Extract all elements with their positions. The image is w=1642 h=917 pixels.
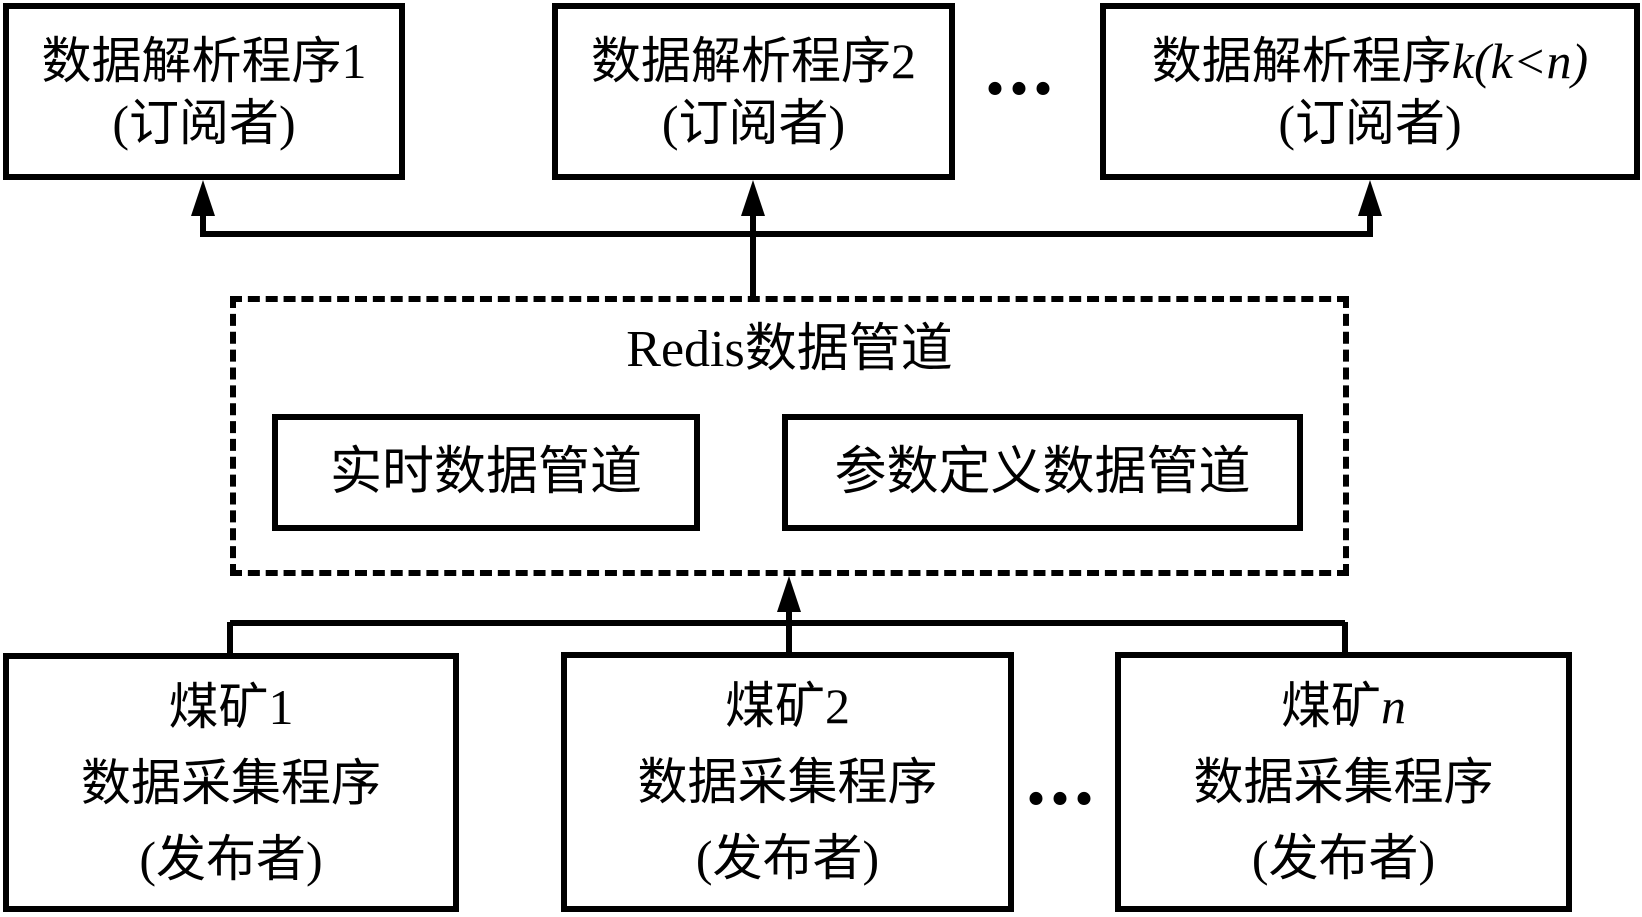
publisher-box-2-role: (发布者)	[695, 830, 880, 886]
publisher-box-1-title: 数据采集程序	[81, 754, 381, 811]
subscriber-box-k: 数据解析程序k(k<n) (订阅者)	[1100, 3, 1640, 180]
publisher-box-n-mine-var: n	[1381, 678, 1406, 734]
publisher-box-2-title: 数据采集程序	[637, 754, 938, 810]
subscriber-box-2: 数据解析程序2 (订阅者)	[552, 3, 955, 180]
redis-pipeline-title: Redis数据管道	[626, 321, 953, 378]
subscriber-box-1-title: 数据解析程序1	[41, 32, 367, 89]
redis-pipeline-container: Redis数据管道 实时数据管道 参数定义数据管道	[230, 296, 1349, 576]
subscriber-box-k-title-var: k(k<n)	[1451, 32, 1589, 89]
realtime-channel-box: 实时数据管道	[272, 414, 700, 531]
arrow-stem-subscriber-1	[200, 208, 206, 237]
top-trunk-line	[203, 231, 1370, 237]
publisher-box-n: 煤矿n 数据采集程序 (发布者)	[1115, 652, 1572, 912]
subscriber-box-1-role: (订阅者)	[112, 94, 296, 151]
param-channel-label: 参数定义数据管道	[834, 443, 1251, 501]
ellipsis-top: ...	[985, 24, 1057, 112]
riser-publisher-n	[1342, 622, 1348, 653]
publisher-box-n-role: (发布者)	[1251, 830, 1436, 886]
publisher-box-n-mine-prefix: 煤矿	[1281, 678, 1381, 734]
arrow-stem-subscriber-k	[1367, 208, 1373, 237]
publisher-box-1-mine: 煤矿1	[168, 678, 294, 735]
subscriber-box-1: 数据解析程序1 (订阅者)	[3, 3, 405, 180]
realtime-channel-label: 实时数据管道	[329, 443, 642, 501]
riser-publisher-1	[227, 622, 233, 653]
publisher-box-2: 煤矿2 数据采集程序 (发布者)	[561, 652, 1014, 912]
subscriber-box-2-role: (订阅者)	[661, 94, 846, 151]
subscriber-box-2-title: 数据解析程序2	[591, 32, 916, 89]
publisher-box-1-role: (发布者)	[139, 830, 323, 887]
subscriber-box-k-title: 数据解析程序k(k<n)	[1152, 30, 1588, 92]
subscriber-box-k-title-prefix: 数据解析程序	[1151, 32, 1452, 89]
publisher-box-n-mine: 煤矿n	[1281, 668, 1406, 744]
ellipsis-bottom: ...	[1026, 734, 1098, 822]
subscriber-box-k-role: (订阅者)	[1278, 94, 1462, 151]
arrow-stem-pipeline	[786, 604, 792, 652]
arrow-stem-subscriber-2	[750, 208, 756, 296]
publisher-box-2-mine: 煤矿2	[725, 678, 850, 734]
publisher-box-1: 煤矿1 数据采集程序 (发布者)	[3, 653, 459, 912]
publisher-box-n-title: 数据采集程序	[1193, 754, 1494, 810]
param-channel-box: 参数定义数据管道	[782, 414, 1303, 531]
